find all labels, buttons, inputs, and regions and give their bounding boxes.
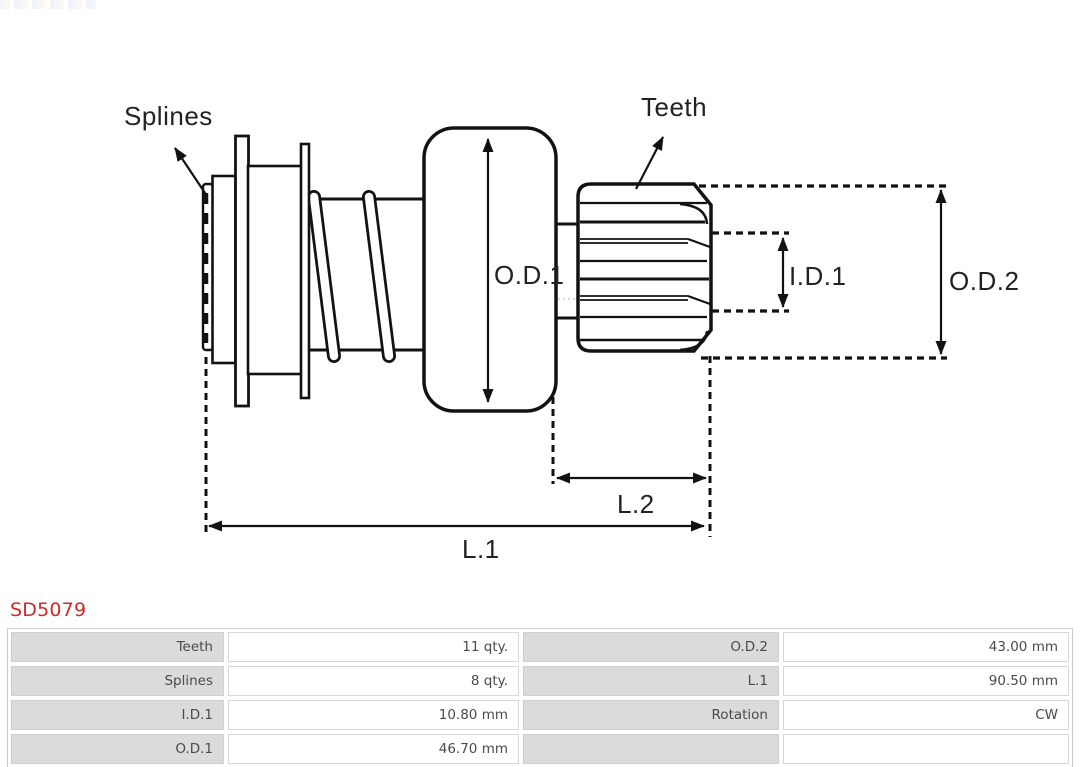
od2-label: O.D.2 (949, 266, 1019, 296)
l2-dimension: L.2 (551, 356, 712, 537)
pinion-gear (576, 182, 713, 353)
teeth-label: Teeth (641, 92, 707, 122)
spec-value: 43.00 mm (783, 632, 1069, 662)
flange-disc-2 (299, 142, 311, 400)
spec-label: Splines (11, 666, 224, 696)
spec-value: 8 qty. (228, 666, 519, 696)
spec-label (523, 734, 779, 764)
spec-label: Teeth (11, 632, 224, 662)
id1-label: I.D.1 (789, 261, 846, 291)
scan-artifact (0, 0, 96, 9)
spec-value (783, 734, 1069, 764)
spec-value: CW (783, 700, 1069, 730)
spec-table: Teeth 11 qty. O.D.2 43.00 mm Splines 8 q… (7, 628, 1073, 767)
hub-cylinder (246, 164, 305, 376)
spec-value: 46.70 mm (228, 734, 519, 764)
l1-dimension: L.1 (204, 357, 705, 564)
spec-value: 10.80 mm (228, 700, 519, 730)
od1-dimension: O.D.1 (482, 138, 564, 403)
spec-value: 11 qty. (228, 632, 519, 662)
starter-drive-diagram: Splines Teeth O.D.1 O.D.2 I.D.1 (124, 92, 1019, 564)
spec-value: 90.50 mm (783, 666, 1069, 696)
teeth-callout: Teeth (635, 92, 707, 190)
spec-label: Rotation (523, 700, 779, 730)
splined-shaft-end (201, 174, 237, 365)
spec-label: O.D.2 (523, 632, 779, 662)
od2-dimension: O.D.2 (699, 184, 1019, 360)
part-number: SD5079 (10, 599, 87, 621)
spec-label: O.D.1 (11, 734, 224, 764)
id1-dimension: I.D.1 (712, 231, 846, 313)
drive-assembly-drawing (201, 126, 713, 413)
splines-callout: Splines (124, 101, 213, 197)
splines-label: Splines (124, 101, 213, 131)
flange-disc-1 (234, 134, 250, 408)
spec-label: L.1 (523, 666, 779, 696)
spec-label: I.D.1 (11, 700, 224, 730)
l1-label: L.1 (462, 534, 500, 564)
spring-coil (307, 190, 396, 363)
l2-label: L.2 (617, 489, 655, 519)
od1-label: O.D.1 (494, 260, 564, 290)
